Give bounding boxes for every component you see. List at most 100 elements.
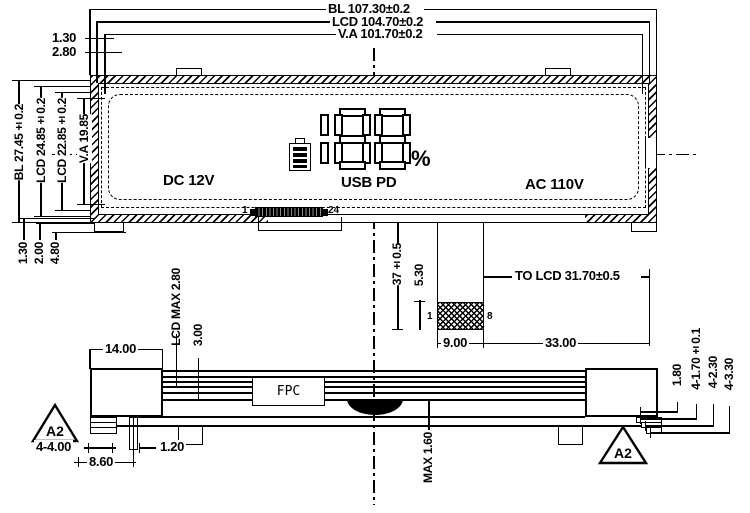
leader-line xyxy=(645,425,714,427)
bezel-tab-top-left xyxy=(176,68,202,76)
digit-segment xyxy=(334,142,343,164)
extension-line xyxy=(641,33,644,94)
dim-right-step-4: 4-3.30 xyxy=(722,358,737,391)
battery-bar xyxy=(293,165,307,168)
leader-line xyxy=(696,404,698,419)
extension-line xyxy=(104,33,106,94)
dim-line xyxy=(85,38,114,40)
fpc-tail-connector-8pin xyxy=(437,302,484,330)
extension-line xyxy=(34,86,90,88)
digit-segment xyxy=(402,114,411,136)
vertical-centerline xyxy=(373,48,375,505)
extension-line xyxy=(436,330,438,348)
extension-line xyxy=(34,215,90,217)
digit-segment xyxy=(379,134,406,144)
dim-line xyxy=(85,52,122,54)
segment-digits xyxy=(318,108,418,170)
dim-bezel-va-offset: 2.80 xyxy=(50,44,79,59)
digit-segment xyxy=(362,142,371,164)
dim-tail-width: 9.00 xyxy=(441,335,470,350)
extension-line xyxy=(644,421,646,431)
digit-segment xyxy=(374,142,383,164)
fpc-block: FPC xyxy=(252,377,325,406)
tail-pin-label-8: 8 xyxy=(487,311,493,322)
digit-segment xyxy=(379,161,406,170)
dim-lcd-height: LCD 24.85±0.2 xyxy=(33,98,49,183)
leader-line xyxy=(729,406,731,433)
triangle-outline xyxy=(597,424,649,465)
leader-line xyxy=(428,400,430,430)
glass-stack-line xyxy=(163,385,585,389)
dim-bl-width: BL 107.30±0.2 xyxy=(326,1,412,16)
side-right-end-block xyxy=(585,368,658,417)
extension-line xyxy=(77,98,105,100)
side-bottom-tab xyxy=(558,427,583,445)
marker-label: A2 xyxy=(614,445,632,461)
dim-va-height: V.A 19.85 xyxy=(76,114,92,164)
side-mount-pin-line xyxy=(133,418,135,449)
digit-segment xyxy=(402,142,411,164)
extension-line xyxy=(132,450,134,467)
pin-label-24: 24 xyxy=(328,205,340,216)
seven-segment-digit xyxy=(318,108,331,170)
leader-line xyxy=(176,334,178,388)
digit-segment xyxy=(339,108,366,117)
bezel-tab-top-right xyxy=(545,68,571,76)
dim-line xyxy=(419,300,421,330)
lcd-panel-face xyxy=(98,83,649,215)
assembly-marker-triangle-right: A2 xyxy=(597,424,649,465)
battery-bar xyxy=(293,159,307,163)
extension-line xyxy=(12,80,90,82)
dim-lcd-width: LCD 104.70±0.2 xyxy=(330,13,426,29)
pin-header-end-cap-left xyxy=(250,209,256,216)
extension-line xyxy=(392,329,403,331)
dim-pin-width: 1.20 xyxy=(158,439,187,454)
digit-segment xyxy=(362,114,371,136)
digit-segment xyxy=(339,134,366,144)
dim-line xyxy=(105,33,336,35)
battery-bar xyxy=(293,147,307,151)
extension-line xyxy=(55,209,90,211)
pin-header-24 xyxy=(255,207,323,217)
dim-end-block-width: 14.00 xyxy=(103,341,139,356)
dim-bottom-fold-3: 4.80 xyxy=(48,242,63,265)
dim-line xyxy=(436,21,650,23)
leader-line xyxy=(20,217,95,219)
bezel-bottom-rail xyxy=(138,416,585,418)
digit-segment xyxy=(339,161,366,170)
extension-line xyxy=(482,330,484,348)
extension-line xyxy=(639,414,641,424)
percent-symbol: % xyxy=(411,146,431,171)
dim-line xyxy=(97,21,330,23)
extension-line xyxy=(89,348,91,369)
leader-line xyxy=(23,217,25,240)
leader-line xyxy=(55,231,57,240)
extension-line xyxy=(139,442,141,453)
digit-segment xyxy=(320,142,329,164)
glass-stack-line xyxy=(163,369,585,373)
leader-line xyxy=(198,358,200,400)
leader-line xyxy=(640,418,697,420)
digit-segment xyxy=(334,114,343,136)
dim-right-step-1: 1.80 xyxy=(670,364,685,387)
fpc-tail-edge xyxy=(436,223,438,302)
extension-line xyxy=(87,442,89,453)
extension-line xyxy=(648,269,650,346)
extension-line xyxy=(89,8,91,75)
pin-label-1: 1 xyxy=(242,205,248,216)
extension-line xyxy=(161,348,164,372)
fpc-label: FPC xyxy=(276,384,301,399)
leader-line xyxy=(52,231,126,233)
dim-line xyxy=(84,447,116,449)
digit-segment xyxy=(379,108,406,117)
pin-header-end-cap-right xyxy=(322,209,328,216)
bezel-bottom-rail xyxy=(116,425,646,428)
dim-right-step-2: 4-1.70±0.1 xyxy=(689,328,704,390)
extension-line xyxy=(171,386,182,388)
leader-line xyxy=(36,222,95,224)
leader-line xyxy=(484,276,512,278)
extension-line xyxy=(639,407,641,417)
screen-zone-label-usb: USB PD xyxy=(341,174,397,191)
assembly-marker-triangle-left: A2 xyxy=(30,402,80,443)
